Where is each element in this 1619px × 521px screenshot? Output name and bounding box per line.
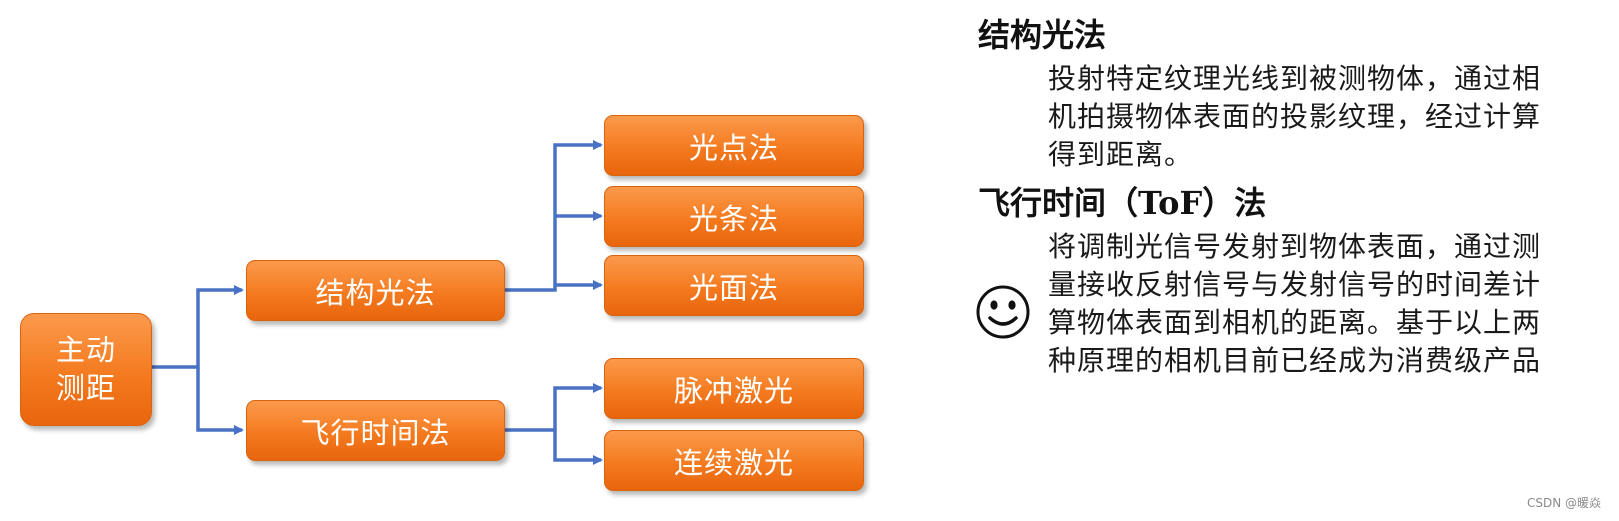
node-active-ranging-line2: 测距 bbox=[55, 370, 116, 405]
connector-root-to-structured bbox=[152, 285, 244, 369]
node-pulse-laser: 脉冲激光 bbox=[604, 358, 864, 419]
node-light-plane: 光面法 bbox=[604, 255, 864, 316]
node-light-point: 光点法 bbox=[604, 115, 864, 176]
node-active-ranging-line1: 主动 bbox=[55, 332, 116, 367]
connector-lines bbox=[152, 140, 603, 465]
heading-time-of-flight: 飞行时间（ToF）法 bbox=[978, 184, 1267, 222]
connector-tof-to-pulse bbox=[505, 383, 603, 432]
node-continuous-laser: 连续激光 bbox=[604, 430, 864, 491]
heading-structured-light: 结构光法 bbox=[978, 16, 1107, 54]
watermark-text: CSDN @暖焱 bbox=[1526, 496, 1601, 510]
connector-root-to-tof bbox=[196, 367, 244, 435]
node-light-stripe: 光条法 bbox=[604, 186, 864, 247]
description-panel: 结构光法 投射特定纹理光线到被测物体，通过相机拍摄物体表面的投影纹理，经过计算得… bbox=[978, 12, 1598, 380]
connector-tof-to-continuous bbox=[553, 430, 603, 465]
node-time-of-flight: 飞行时间法 bbox=[246, 400, 505, 461]
node-active-ranging: 主动 测距 bbox=[20, 313, 152, 426]
node-structured-light: 结构光法 bbox=[246, 260, 505, 321]
paragraph-structured-light: 投射特定纹理光线到被测物体，通过相机拍摄物体表面的投影纹理，经过计算得到距离。 bbox=[1048, 62, 1542, 171]
smiley-face-icon bbox=[976, 285, 1030, 339]
paragraph-time-of-flight: 将调制光信号发射到物体表面，通过测量接收反射信号与发射信号的时间差计算物体表面到… bbox=[1048, 230, 1542, 377]
